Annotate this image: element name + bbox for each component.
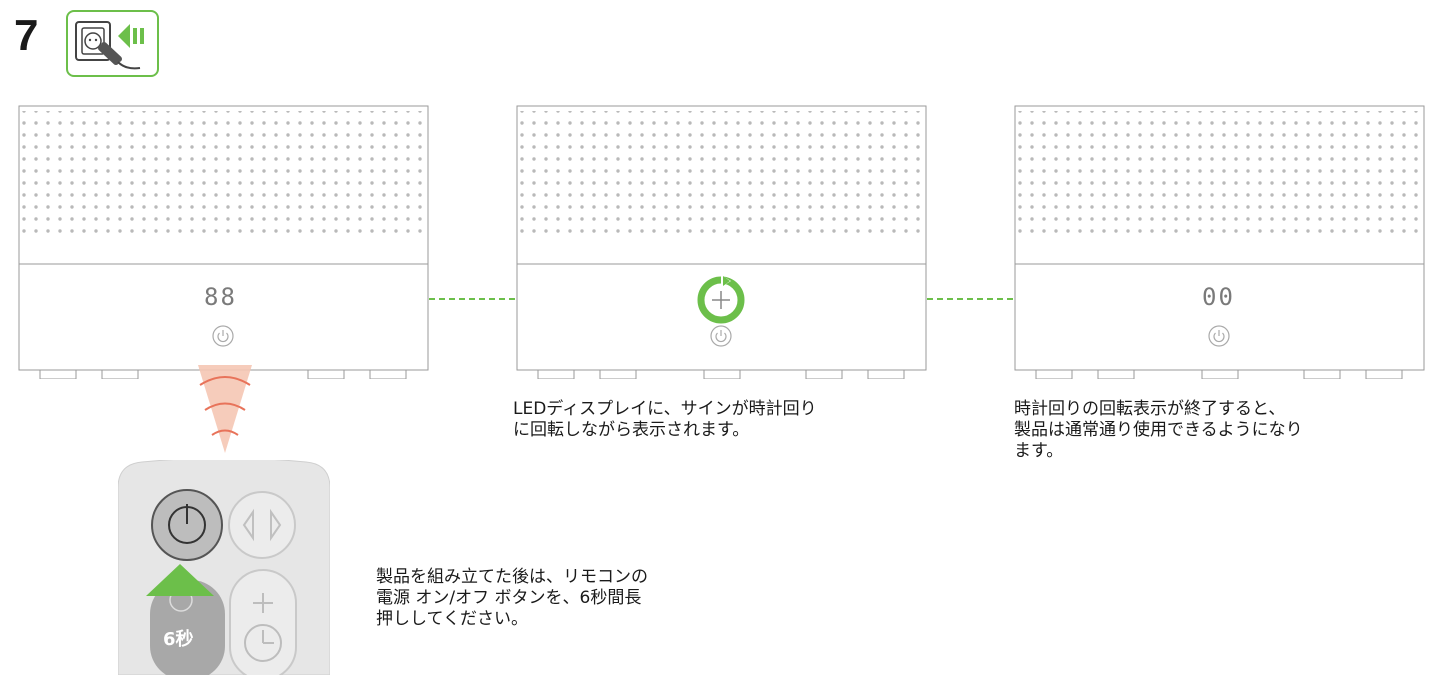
step-number: 7	[14, 11, 39, 60]
caption-rotating-sign: LEDディスプレイに、サインが時計回り に回転しながら表示されます。	[513, 399, 817, 440]
connector-line-2	[927, 298, 1013, 300]
ir-signal-icon	[198, 365, 252, 453]
product-unit-1: 88	[18, 105, 429, 379]
power-icon	[212, 325, 234, 347]
rotating-sign-icon	[697, 275, 745, 324]
hold-duration-label: 6秒	[163, 629, 194, 650]
connector-line-1	[429, 298, 515, 300]
timer-button[interactable]	[230, 570, 296, 675]
power-icon	[1208, 325, 1230, 347]
power-button[interactable]	[152, 490, 222, 560]
product-unit-3: 00	[1014, 105, 1425, 379]
remote-control	[117, 457, 331, 679]
led-display: 00	[1202, 283, 1235, 311]
mode-button[interactable]	[229, 492, 295, 558]
power-icon	[710, 325, 732, 347]
up-arrow-icon	[146, 564, 214, 596]
product-unit-2	[516, 105, 927, 379]
plug-in-outlet-icon	[66, 10, 159, 77]
led-display: 88	[204, 283, 237, 311]
caption-ready: 時計回りの回転表示が終了すると、 製品は通常通り使用できるようになり ます。	[1014, 399, 1303, 461]
caption-remote-instruction: 製品を組み立てた後は、リモコンの 電源 オン/オフ ボタンを、6秒間長 押しして…	[376, 567, 648, 629]
